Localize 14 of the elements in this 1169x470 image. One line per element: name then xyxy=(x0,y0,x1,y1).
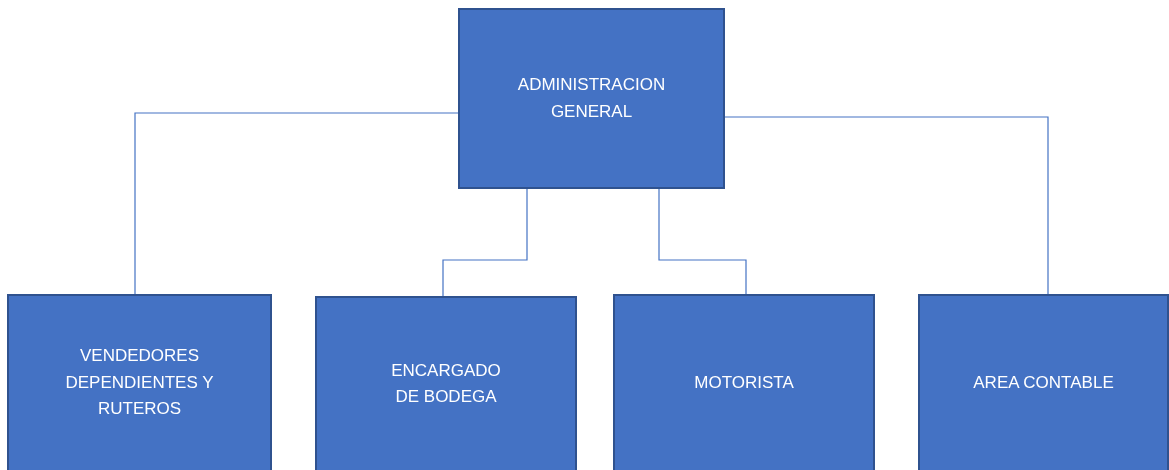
connector-line xyxy=(724,116,1049,295)
box-label: AREA CONTABLE xyxy=(972,371,1115,394)
connector-line xyxy=(658,188,747,295)
connector-line xyxy=(442,188,528,297)
org-box xyxy=(7,294,272,470)
box-label: ENCARGADO DE BODEGA xyxy=(390,359,502,408)
org-box xyxy=(918,294,1169,470)
box-label: ADMINISTRACION GENERAL xyxy=(516,74,667,123)
org-box xyxy=(458,8,725,189)
box-label: MOTORISTA xyxy=(693,371,795,394)
box-label: VENDEDORES DEPENDIENTES Y RUTEROS xyxy=(64,345,215,421)
connector-line xyxy=(134,112,459,295)
org-box xyxy=(315,296,577,470)
org-box xyxy=(613,294,875,470)
